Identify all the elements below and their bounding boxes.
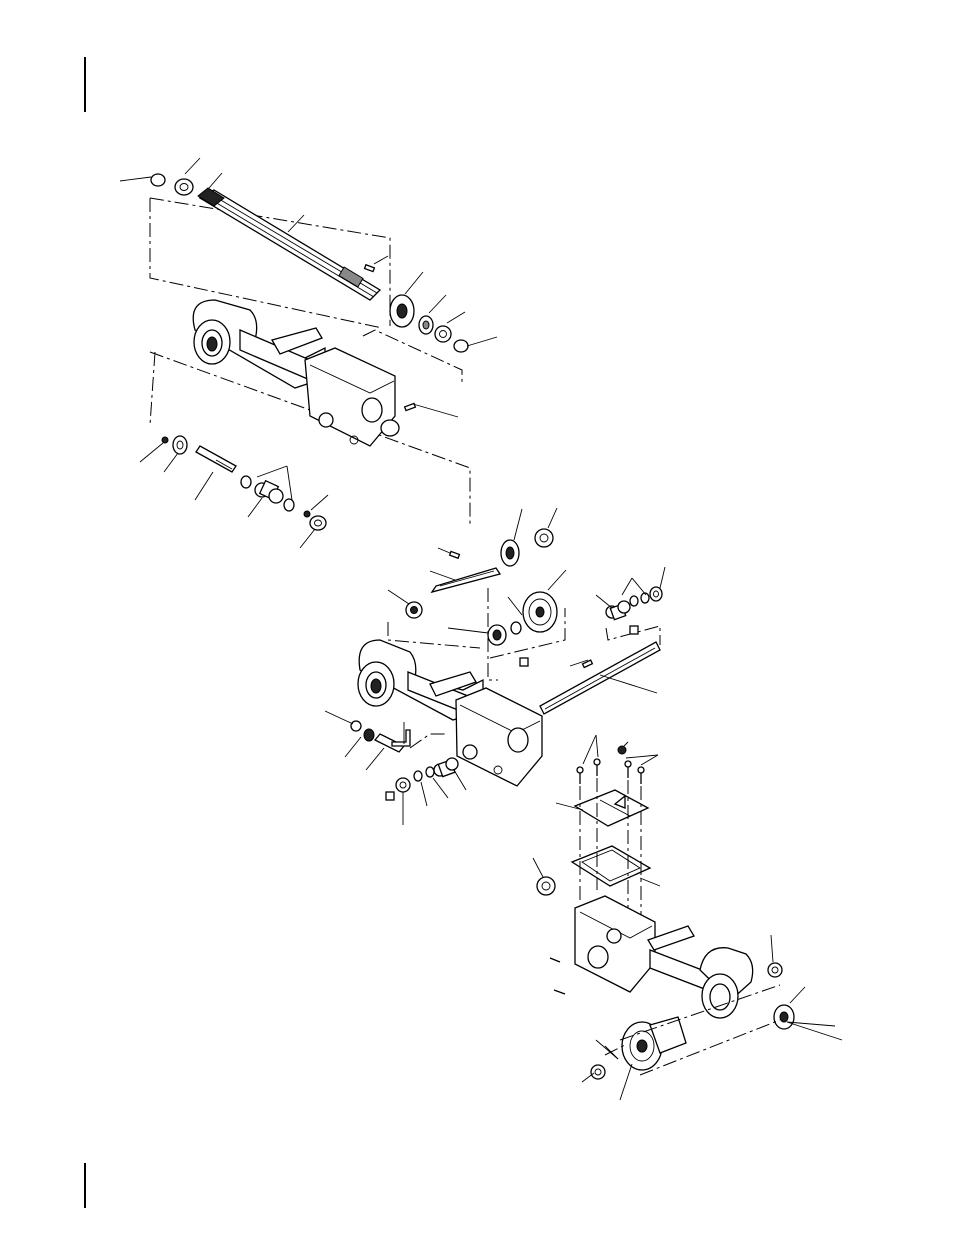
input-shaft	[198, 188, 380, 300]
bearing-middle-top	[535, 529, 553, 547]
sleeve-lower	[434, 758, 458, 777]
key-middle	[450, 551, 460, 558]
sleeve-left	[255, 481, 283, 503]
washer-lower-a	[414, 771, 422, 781]
gear-middle-top	[501, 540, 519, 566]
upper-assembly	[150, 174, 470, 530]
oil-seal	[537, 877, 555, 895]
bearing-middle-left	[406, 602, 422, 618]
upper-dashed-outline	[150, 198, 390, 328]
washer-left-2	[284, 499, 294, 511]
long-axle-middle	[540, 642, 660, 714]
sleeve-right	[606, 601, 630, 620]
small-ring-left	[162, 437, 168, 443]
wheel-hub-left	[622, 1017, 686, 1070]
washer-lower-left	[591, 1065, 605, 1079]
bearing-upper	[435, 326, 451, 342]
retaining-ring-upper	[454, 340, 468, 352]
small-ring-left-2	[304, 511, 310, 517]
cover-screws	[577, 746, 644, 784]
cover-gasket	[572, 846, 650, 886]
upper-transaxle-case	[193, 300, 399, 446]
hub-flange-right	[768, 963, 794, 1029]
short-shaft-left	[196, 446, 236, 472]
pinion-gear-upper	[419, 316, 433, 334]
shift-rod	[375, 730, 410, 752]
washer-middle	[511, 622, 521, 634]
bearing-lower-middle	[396, 778, 410, 792]
washer-right-a	[630, 596, 638, 606]
bearing-left	[310, 516, 326, 530]
cover-plate	[575, 790, 648, 826]
washer-right-b	[641, 593, 649, 603]
drain-plugs	[550, 958, 565, 994]
washer-lower-b	[426, 767, 434, 777]
lower-assembly	[537, 746, 794, 1079]
small-gear-left	[173, 436, 187, 454]
lower-transaxle-case	[575, 896, 753, 1018]
upper-callouts	[120, 158, 497, 548]
large-gear-middle	[523, 592, 557, 632]
bushing-top	[175, 179, 193, 195]
countershaft	[432, 568, 500, 592]
shift-dashed	[410, 734, 448, 748]
shift-spring	[351, 721, 374, 741]
bearing-right	[650, 587, 662, 601]
snap-ring-top	[151, 174, 165, 186]
key-top	[365, 265, 375, 272]
spur-gear-upper	[390, 295, 414, 327]
hub-middle	[488, 625, 506, 645]
middle-assembly	[351, 529, 662, 800]
washer-left	[241, 476, 251, 488]
